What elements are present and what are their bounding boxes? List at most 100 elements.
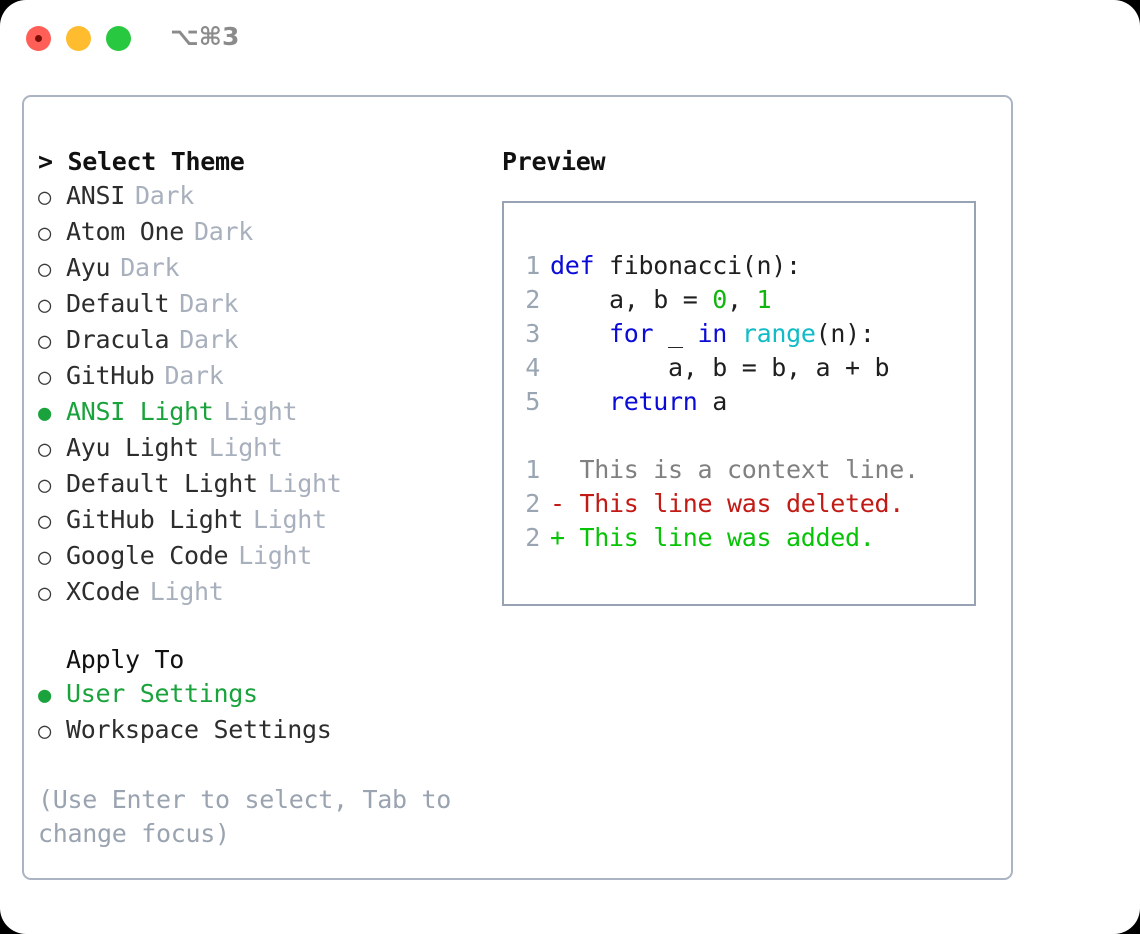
code-token: a, b = [550, 285, 713, 314]
diff-text: - This line was deleted. [550, 489, 905, 518]
code-token: for [609, 319, 654, 348]
theme-kind-badge: Dark [164, 361, 224, 390]
radio-unselected-icon[interactable]: ○ [38, 545, 51, 570]
theme-kind-badge: Light [253, 505, 327, 534]
code-token: _ [653, 319, 698, 348]
code-token: return [609, 387, 698, 416]
radio-unselected-icon[interactable]: ○ [38, 437, 51, 462]
radio-unselected-icon[interactable]: ○ [38, 221, 51, 246]
radio-unselected-icon[interactable]: ○ [38, 329, 51, 354]
code-token [550, 317, 609, 351]
theme-list-item[interactable]: ○ Ayu Light Light [38, 431, 498, 467]
code-token: a [697, 387, 728, 416]
theme-name: GitHub [66, 361, 155, 390]
theme-name: ANSI [66, 181, 126, 210]
code-line: 3 for _ in range(n): [504, 317, 974, 351]
spacer [504, 419, 974, 453]
apply-to-option[interactable]: ○ Workspace Settings [38, 713, 498, 749]
radio-unselected-icon[interactable]: ○ [38, 509, 51, 534]
code-line: 2 a, b = 0, 1 [504, 283, 974, 317]
theme-list-item[interactable]: ○ Atom One Dark [38, 215, 498, 251]
theme-list-item[interactable]: ○ Google Code Light [38, 539, 498, 575]
zoom-button-icon[interactable] [106, 26, 131, 51]
apply-to-heading: Apply To [66, 645, 185, 674]
theme-name: Ayu Light [66, 433, 199, 462]
line-number: 1 [525, 251, 540, 280]
code-line: 1 def fibonacci(n): [504, 249, 974, 283]
theme-name: GitHub Light [66, 505, 244, 534]
keyboard-hint: (Use Enter to select, Tab to change focu… [38, 785, 452, 848]
theme-kind-badge: Light [267, 469, 342, 498]
theme-kind-badge: Light [208, 433, 283, 462]
radio-selected-icon[interactable]: ● [38, 401, 51, 426]
apply-to-list[interactable]: ● User Settings ○ Workspace Settings [38, 677, 498, 749]
diff-line: 1 This is a context line. [504, 453, 974, 487]
theme-name: Default [66, 289, 170, 318]
theme-kind-badge: Dark [194, 217, 254, 246]
line-number: 2 [525, 285, 540, 314]
preview-title: Preview [502, 147, 606, 176]
code-token: def [550, 251, 595, 280]
code-token: 0 [712, 285, 728, 314]
code-token: in [697, 319, 728, 348]
diff-text: + This line was added. [550, 523, 875, 552]
line-number: 5 [525, 387, 540, 416]
theme-list-item[interactable]: ○ XCode Light [38, 575, 498, 611]
radio-unselected-icon[interactable]: ○ [38, 719, 51, 744]
theme-list-item[interactable]: ○ Ayu Dark [38, 251, 498, 287]
page-title: > Select Theme [38, 147, 245, 176]
diff-sample: 1 This is a context line.2- This line wa… [504, 453, 974, 555]
radio-unselected-icon[interactable]: ○ [38, 473, 51, 498]
apply-to-label: User Settings [66, 679, 258, 708]
code-token: , [727, 285, 757, 314]
theme-list-item[interactable]: ○ Default Light Light [38, 467, 498, 503]
theme-name: Google Code [66, 541, 229, 570]
code-token: a, b = b, a + b [550, 353, 890, 382]
theme-name: Default Light [66, 469, 258, 498]
diff-line: 2 - This line was deleted. [504, 487, 974, 521]
radio-unselected-icon[interactable]: ○ [38, 257, 51, 282]
theme-kind-badge: Dark [120, 253, 180, 282]
radio-unselected-icon[interactable]: ○ [38, 365, 51, 390]
line-number: 2 [525, 489, 540, 518]
theme-list-item[interactable]: ○ GitHub Light Light [38, 503, 498, 539]
theme-kind-badge: Light [149, 577, 224, 606]
minimize-button-icon[interactable] [66, 26, 91, 51]
radio-unselected-icon[interactable]: ○ [38, 185, 51, 210]
window-controls [26, 26, 131, 51]
theme-name: Atom One [66, 217, 185, 246]
theme-list-item[interactable]: ○ GitHub Dark [38, 359, 498, 395]
code-token: fibonacci(n): [594, 251, 801, 280]
code-token [727, 317, 742, 351]
spacer [38, 611, 498, 643]
radio-selected-icon[interactable]: ● [38, 683, 51, 708]
line-number: 1 [525, 455, 540, 484]
line-number: 4 [525, 353, 540, 382]
close-button-icon[interactable] [26, 26, 51, 51]
radio-unselected-icon[interactable]: ○ [38, 293, 51, 318]
theme-kind-badge: Light [238, 541, 313, 570]
keyboard-shortcut-label: ⌥⌘3 [170, 22, 240, 51]
code-token: 1 [756, 285, 772, 314]
apply-to-option[interactable]: ● User Settings [38, 677, 498, 713]
theme-name: XCode [66, 577, 140, 606]
diff-line: 2 + This line was added. [504, 521, 974, 555]
apply-to-label: Workspace Settings [66, 715, 332, 744]
theme-kind-badge: Light [223, 397, 298, 426]
theme-name: Ayu [66, 253, 111, 282]
code-line: 5 return a [504, 385, 974, 419]
code-token: (n): [815, 319, 875, 348]
radio-unselected-icon[interactable]: ○ [38, 581, 51, 606]
line-number: 2 [525, 523, 540, 552]
